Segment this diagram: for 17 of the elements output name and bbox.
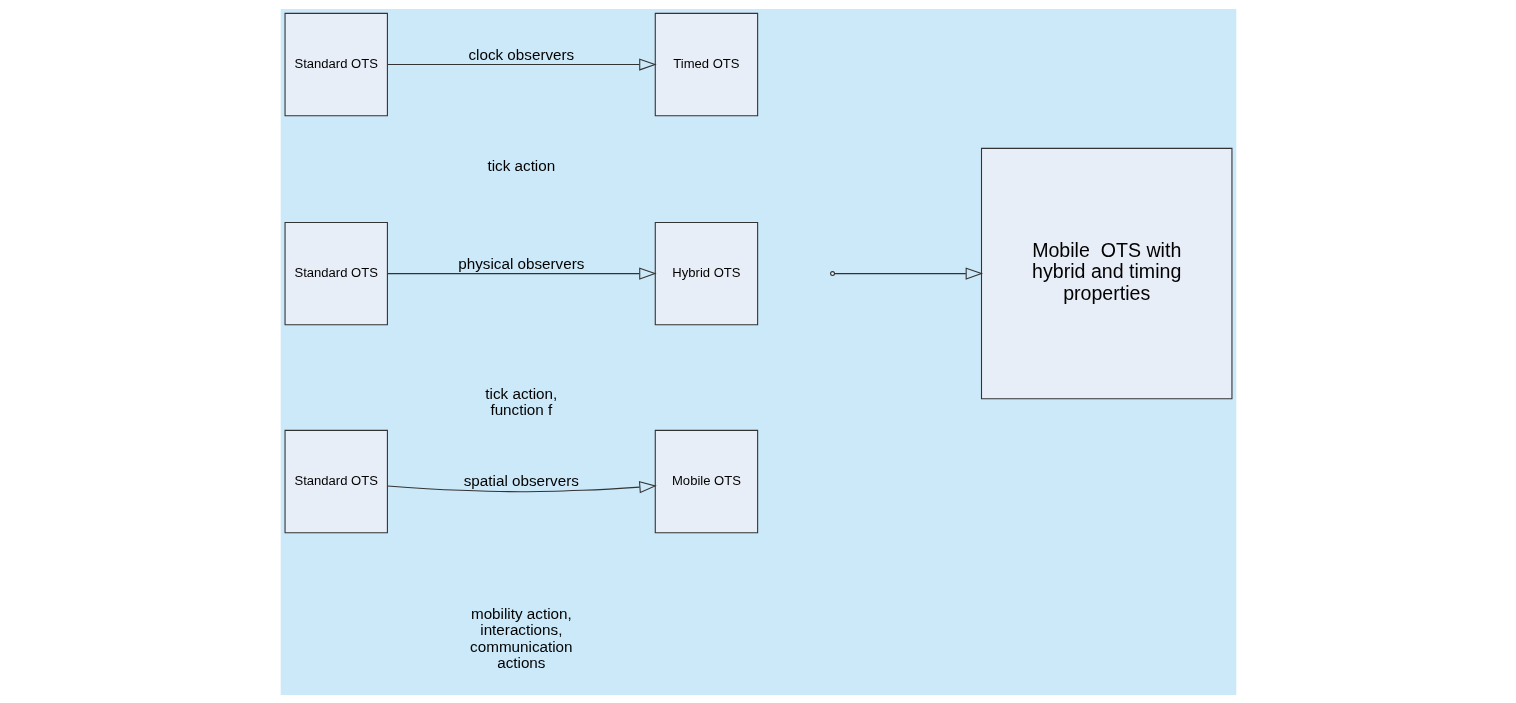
node-box: Hybrid OTS bbox=[654, 221, 758, 325]
arrow bbox=[833, 267, 983, 280]
edge-label: spatial observers bbox=[463, 471, 579, 489]
node-box: Mobile OTS bbox=[654, 429, 758, 533]
label: tick action bbox=[486, 156, 555, 174]
node-box: Mobile OTS with hybrid and timing properties bbox=[980, 147, 1232, 399]
edge-label: physical observers bbox=[457, 254, 584, 272]
edge-label: clock observers bbox=[467, 45, 574, 63]
node-box: Standard OTS bbox=[284, 12, 388, 116]
node-box: Standard OTS bbox=[284, 429, 388, 533]
label: mobility action, interactions, communication actions bbox=[469, 604, 573, 671]
arrow bbox=[386, 267, 657, 280]
node-box: Standard OTS bbox=[284, 221, 388, 325]
arrow bbox=[386, 57, 657, 71]
label: tick action, function f bbox=[484, 384, 557, 418]
node-box: Timed OTS bbox=[654, 12, 758, 116]
arrow bbox=[386, 480, 657, 493]
